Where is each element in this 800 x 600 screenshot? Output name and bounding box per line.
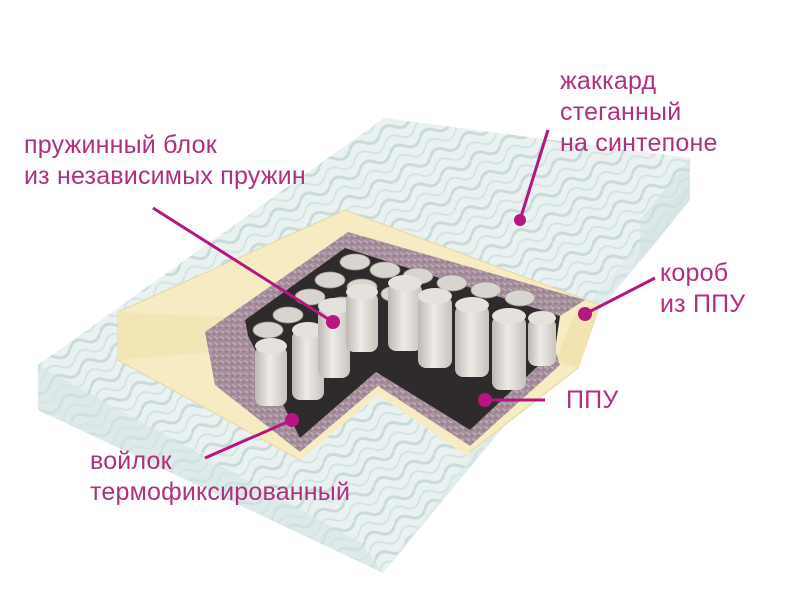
callout-foam	[478, 393, 545, 407]
callout-jacquard	[514, 129, 550, 226]
label-foam-box: короб из ППУ	[660, 259, 746, 318]
callout-foam-box	[578, 276, 656, 321]
label-felt: войлок термофиксированный	[90, 447, 351, 506]
quilted-cover-front-wedge	[300, 395, 470, 573]
callout-felt	[204, 413, 299, 460]
label-jacquard: жаккард стеганный на синтепоне	[560, 67, 718, 157]
label-spring-block: пружинный блок из независимых пружин	[24, 131, 306, 190]
spring-block	[245, 248, 560, 438]
callout-spring-block	[152, 206, 340, 329]
label-foam: ППУ	[566, 386, 619, 414]
callout-lines	[152, 129, 656, 460]
spring-cylinders	[255, 275, 556, 406]
